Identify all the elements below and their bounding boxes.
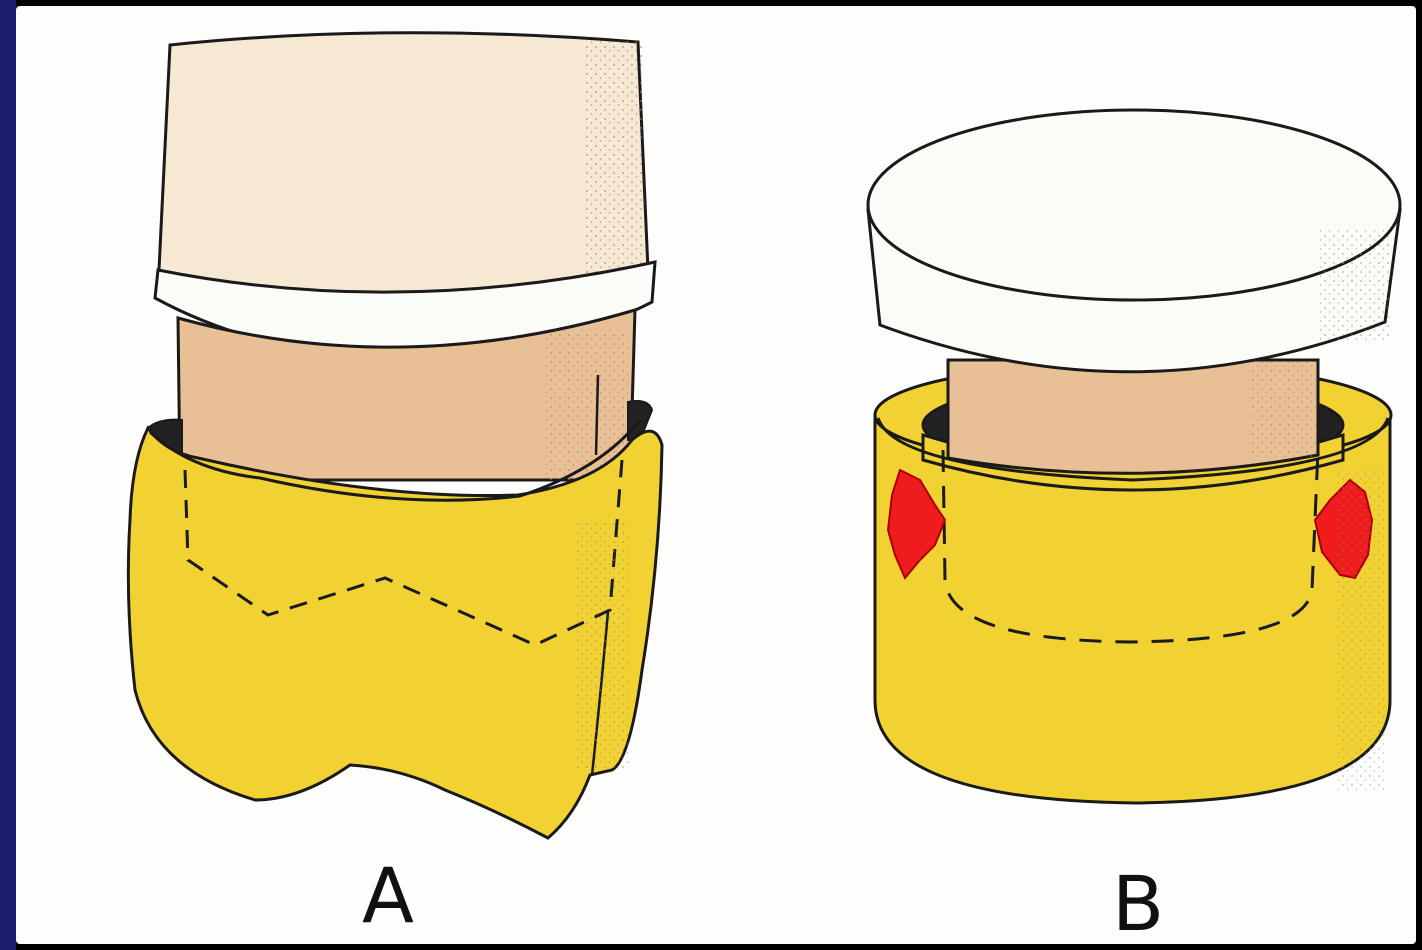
tooth-body-a bbox=[158, 33, 648, 312]
root-shading-b bbox=[1250, 360, 1318, 458]
label-b: B bbox=[1112, 866, 1164, 942]
cap-shading-a bbox=[575, 520, 630, 770]
cylinder-shading-b bbox=[1335, 470, 1385, 790]
figure-b bbox=[868, 110, 1400, 803]
tooth-shading-a bbox=[585, 40, 645, 280]
figure-a bbox=[128, 33, 662, 838]
disc-shading-b bbox=[1320, 230, 1392, 340]
label-a: A bbox=[362, 858, 414, 934]
